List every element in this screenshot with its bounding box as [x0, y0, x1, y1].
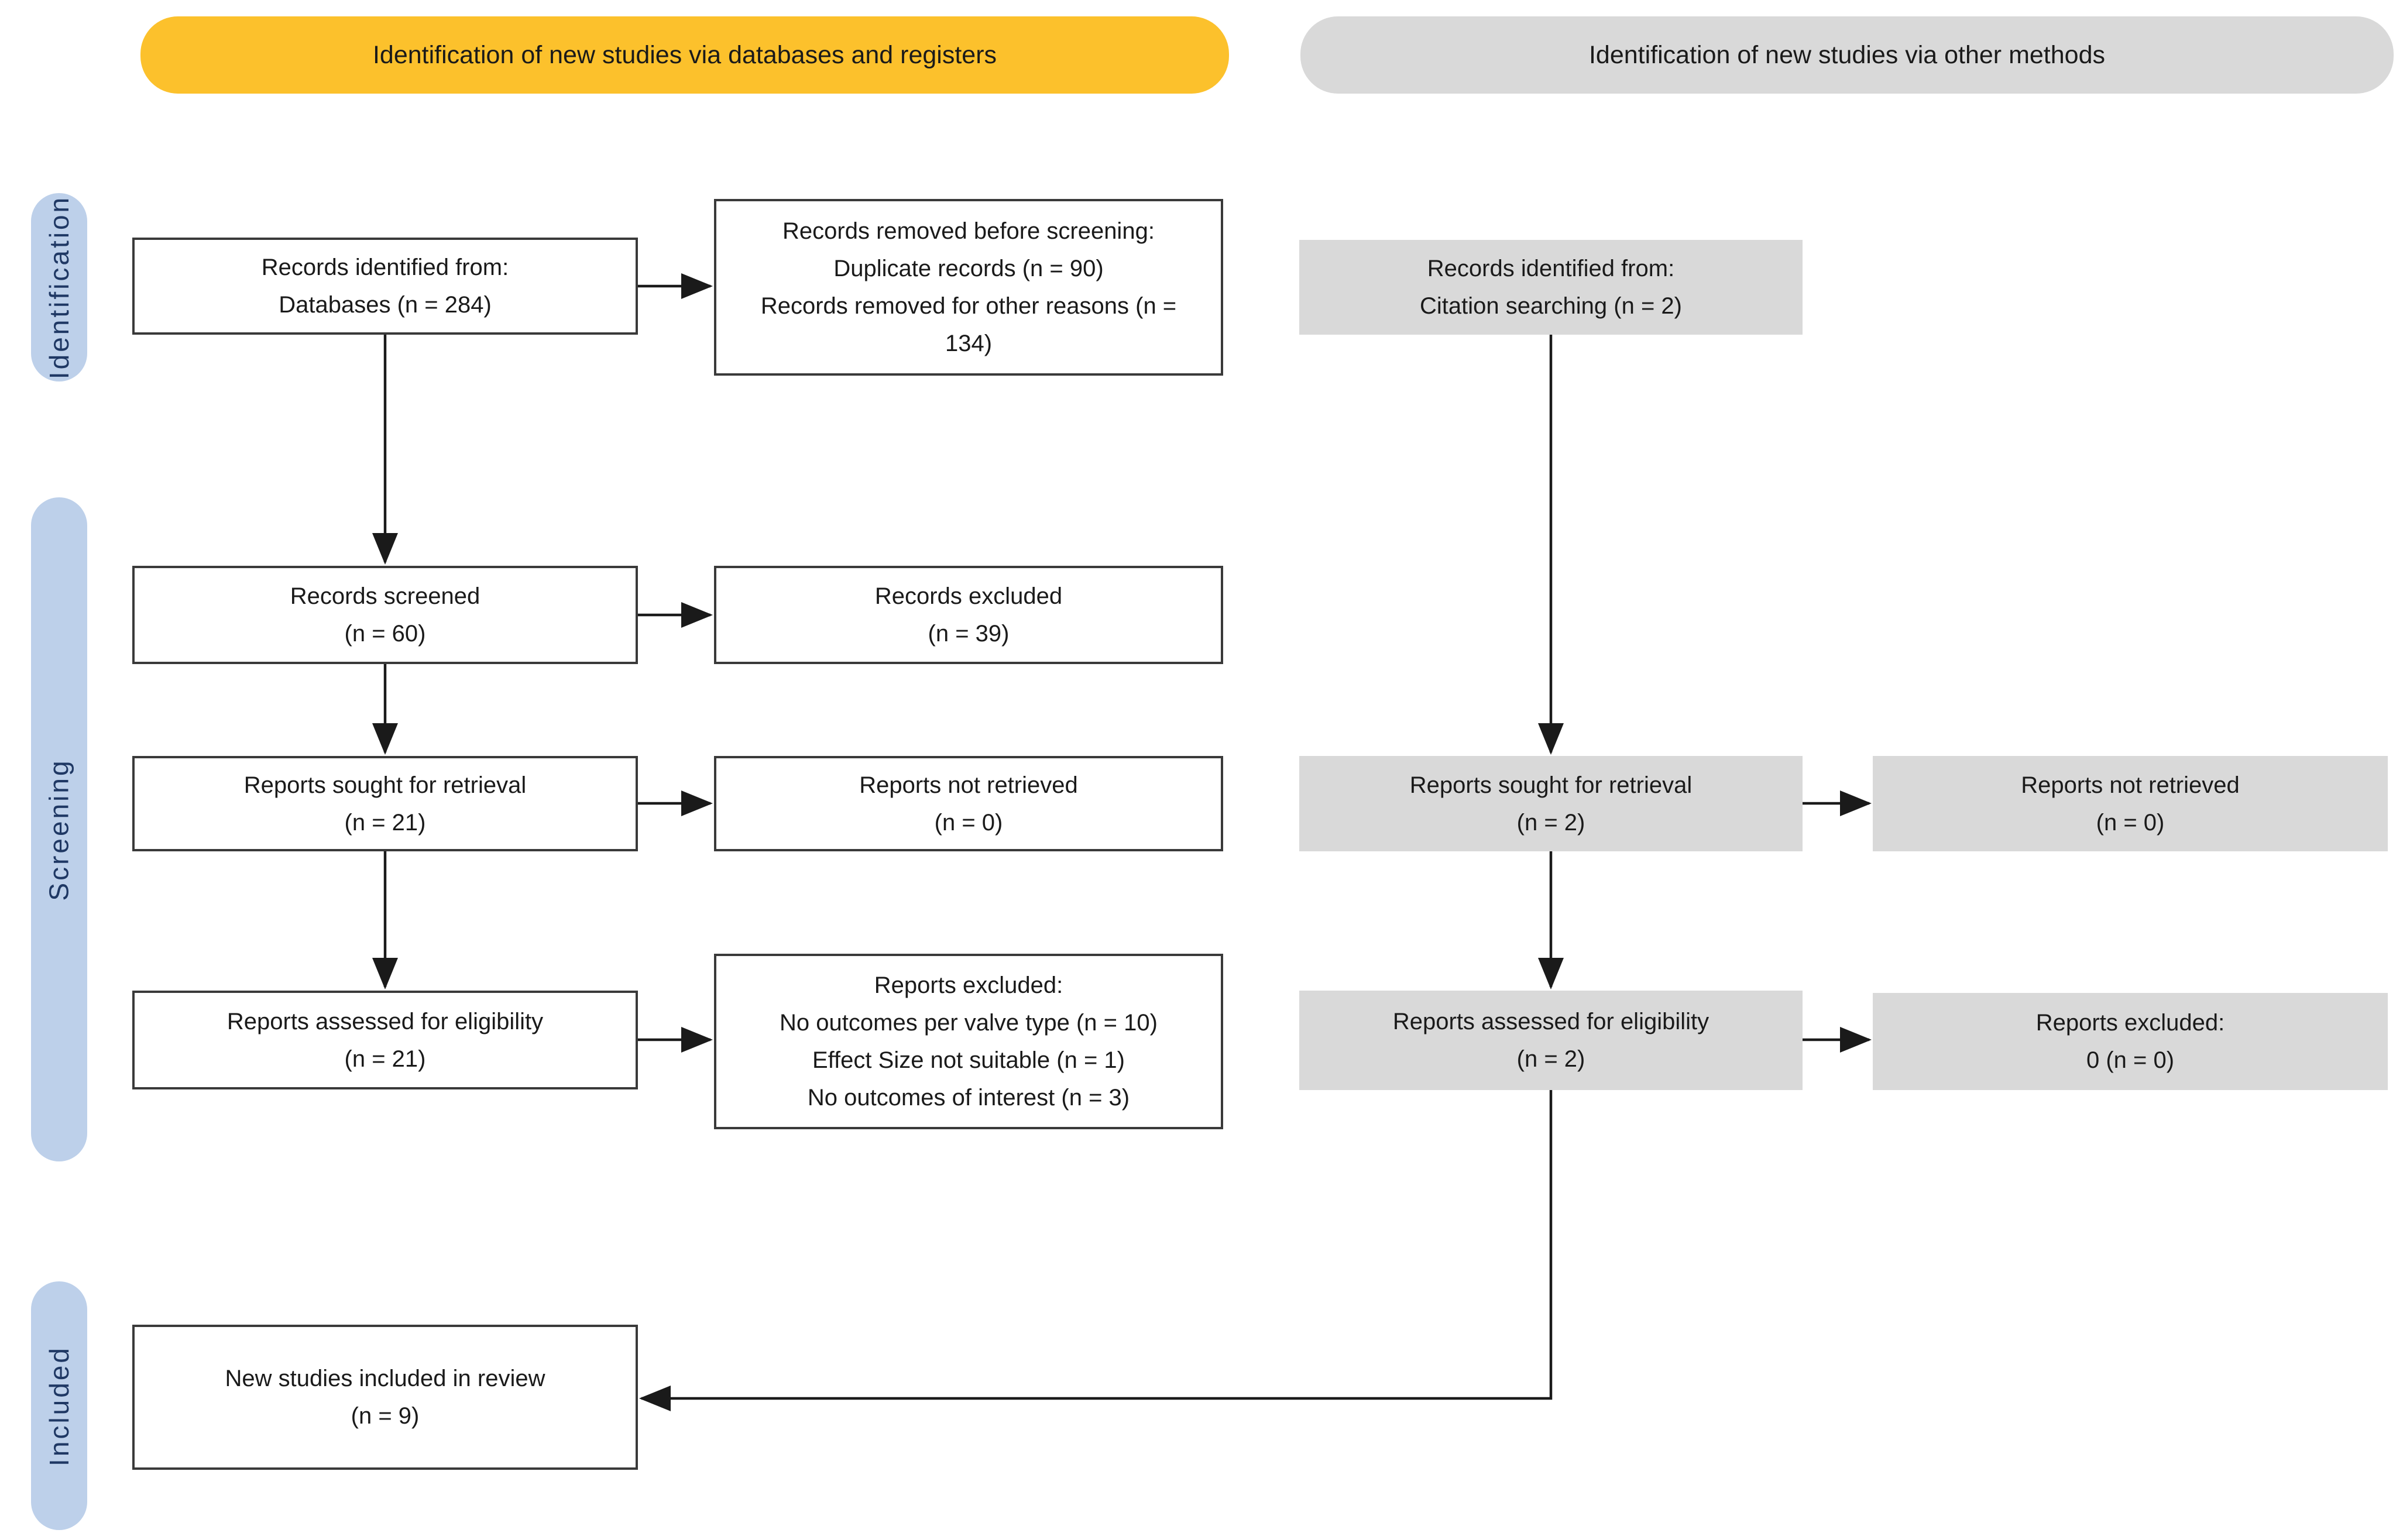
box-line: Reports excluded: [874, 972, 1063, 998]
box-records-removed-before-screening: Records removed before screening: Duplic… [714, 199, 1223, 376]
box-records-identified-citation: Records identified from: Citation search… [1299, 240, 1803, 335]
box-line: Effect Size not suitable (n = 1) [812, 1047, 1125, 1073]
box-line: Databases (n = 284) [279, 292, 492, 318]
box-line: (n = 21) [344, 809, 426, 836]
box-line: (n = 0) [2096, 809, 2165, 836]
box-line: 134) [945, 331, 993, 356]
box-line: (n = 2) [1516, 809, 1585, 836]
box-line: Records identified from: [261, 255, 509, 280]
box-line: (n = 2) [1516, 1046, 1585, 1072]
box-records-excluded: Records excluded (n = 39) [714, 566, 1223, 664]
arrow-assessed-other-to-included [639, 1090, 1553, 1411]
box-reports-not-retrieved-databases: Reports not retrieved (n = 0) [714, 756, 1223, 851]
box-reports-sought-databases: Reports sought for retrieval (n = 21) [132, 756, 638, 851]
box-line: Reports excluded: [2035, 1010, 2225, 1036]
box-line: Records excluded [874, 583, 1063, 609]
box-line: Reports assessed for eligibility [1392, 1009, 1709, 1034]
box-line: Reports sought for retrieval [243, 772, 527, 798]
box-line: Reports not retrieved [859, 772, 1078, 798]
box-line: Records removed for other reasons (n = [760, 293, 1177, 319]
box-line: No outcomes of interest (n = 3) [807, 1085, 1130, 1111]
box-line: (n = 0) [934, 809, 1003, 836]
banner-databases-label: Identification of new studies via databa… [372, 40, 997, 69]
box-line: Records screened [290, 583, 480, 609]
box-line: Records removed before screening: [782, 218, 1155, 244]
box-records-screened: Records screened (n = 60) [132, 566, 638, 664]
box-line: Records identified from: [1427, 256, 1675, 281]
box-line: Reports assessed for eligibility [226, 1008, 544, 1034]
box-line: New studies included in review [225, 1366, 545, 1391]
box-records-identified-databases: Records identified from: Databases (n = … [132, 238, 638, 335]
box-line: Duplicate records (n = 90) [833, 256, 1104, 281]
box-line: Citation searching (n = 2) [1419, 293, 1682, 319]
stage-label-screening: Screening [44, 758, 75, 901]
banner-databases-registers: Identification of new studies via databa… [140, 16, 1229, 94]
box-line: (n = 9) [351, 1403, 420, 1429]
box-reports-excluded-databases: Reports excluded: No outcomes per valve … [714, 954, 1223, 1129]
banner-other-methods-label: Identification of new studies via other … [1588, 40, 2105, 69]
stage-pill-identification: Identification [31, 193, 87, 381]
box-line: Reports not retrieved [2021, 772, 2240, 798]
box-line: No outcomes per valve type (n = 10) [780, 1010, 1158, 1036]
stage-label-identification: Identification [44, 195, 74, 380]
banner-other-methods: Identification of new studies via other … [1300, 16, 2394, 94]
box-line: (n = 60) [344, 621, 426, 647]
box-reports-not-retrieved-other: Reports not retrieved (n = 0) [1873, 756, 2388, 851]
box-line: (n = 39) [928, 621, 1010, 647]
box-line: 0 (n = 0) [2086, 1047, 2175, 1073]
box-line: Reports sought for retrieval [1409, 772, 1693, 798]
box-reports-excluded-other: Reports excluded: 0 (n = 0) [1873, 993, 2388, 1090]
stage-label-included: Included [44, 1345, 75, 1466]
box-reports-assessed-databases: Reports assessed for eligibility (n = 21… [132, 991, 638, 1089]
stage-pill-screening: Screening [31, 497, 87, 1161]
box-line: (n = 21) [344, 1046, 426, 1072]
stage-pill-included: Included [31, 1281, 87, 1530]
box-new-studies-included: New studies included in review (n = 9) [132, 1325, 638, 1470]
box-reports-sought-other: Reports sought for retrieval (n = 2) [1299, 756, 1803, 851]
box-reports-assessed-other: Reports assessed for eligibility (n = 2) [1299, 991, 1803, 1090]
